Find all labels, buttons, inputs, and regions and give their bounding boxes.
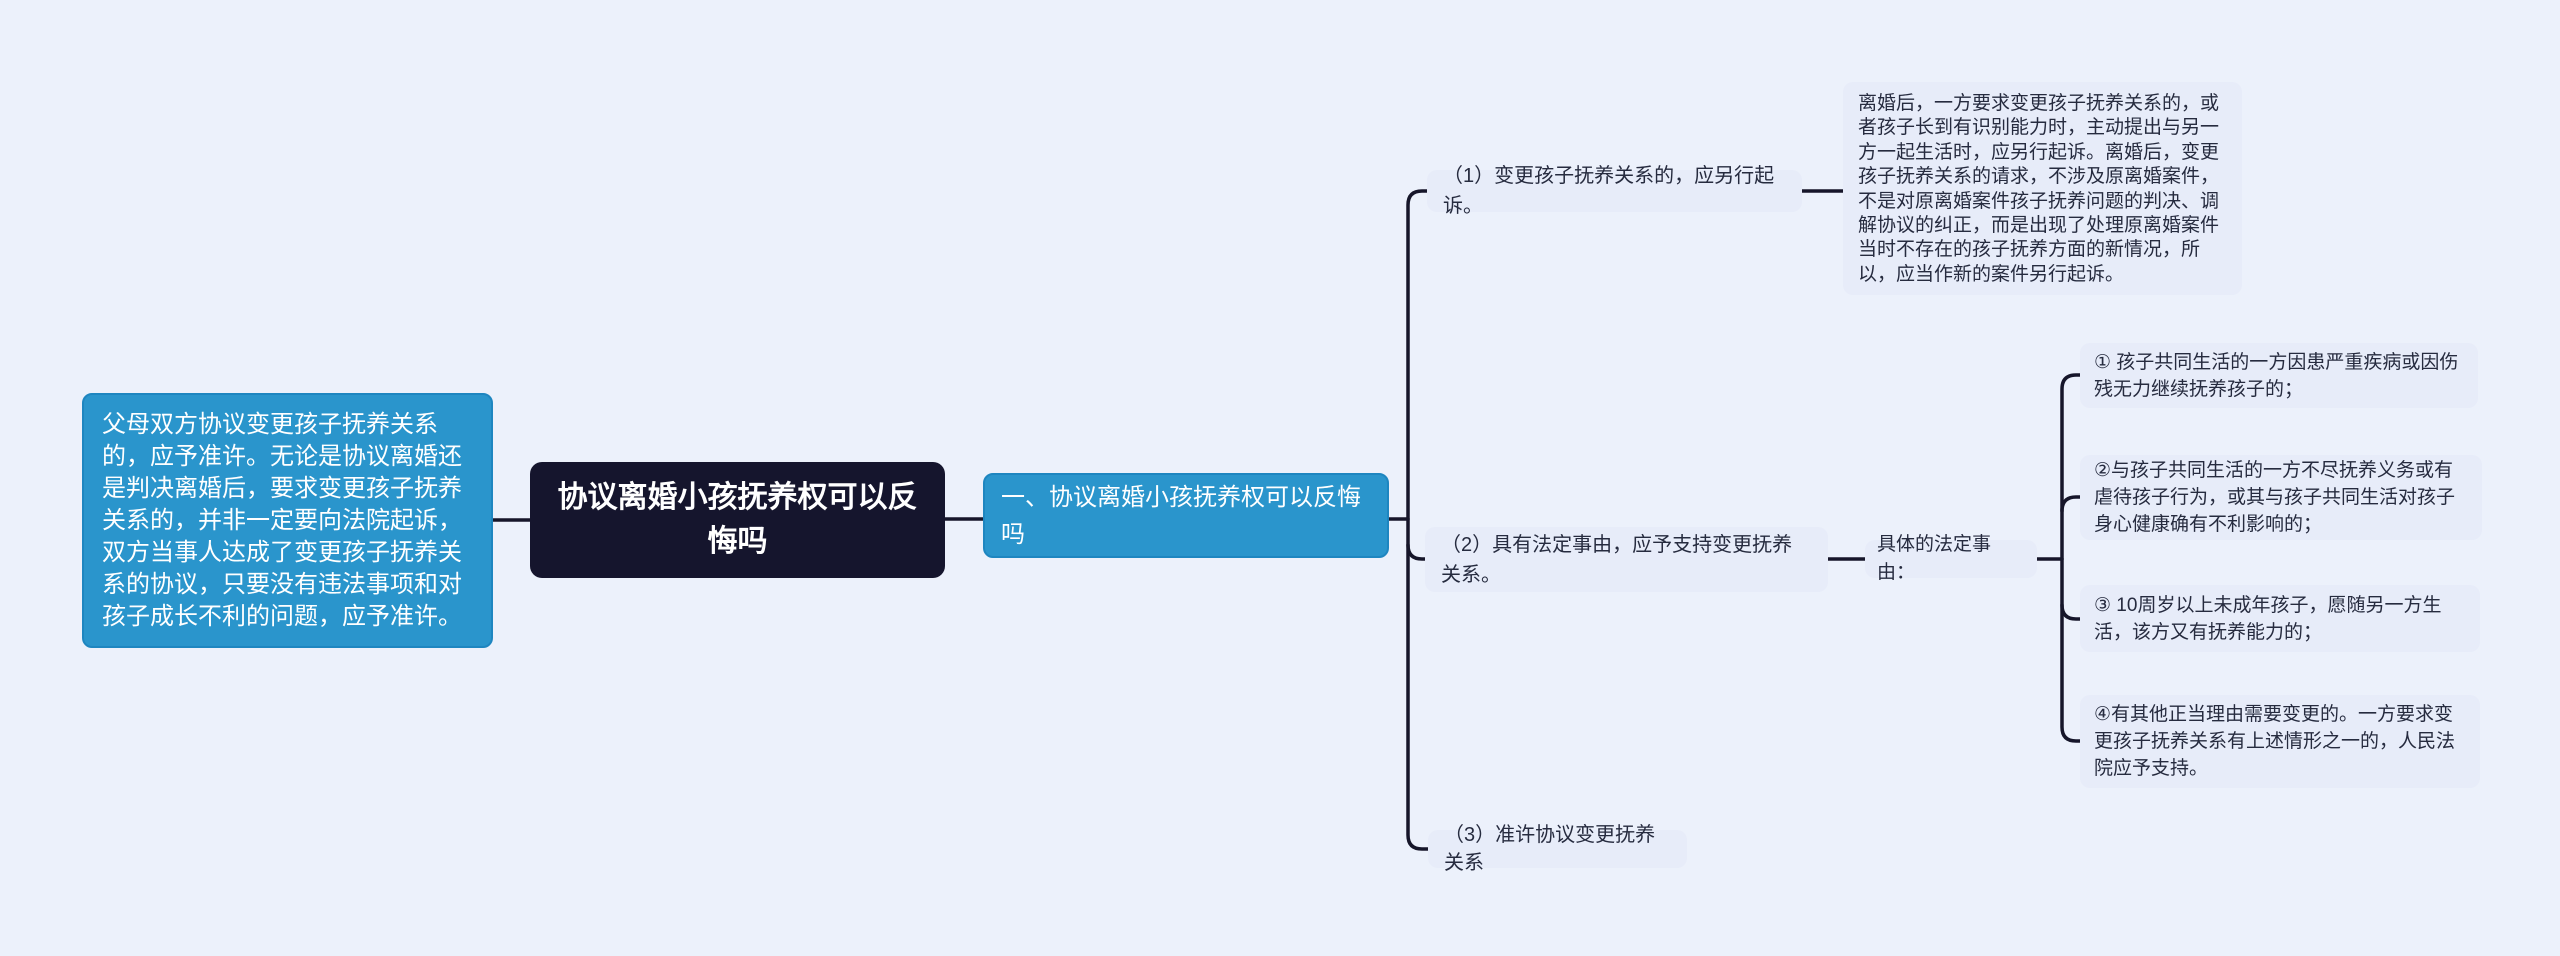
subtopic-2-node[interactable]: （2）具有法定事由，应予支持变更抚养关系。 [1425,527,1828,592]
connector-trunk2-reason3 [2060,603,2082,621]
reason-3-node[interactable]: ③ 10周岁以上未成年孩子，愿随另一方生活，该方又有抚养能力的； [2080,585,2480,652]
connector-trunk2-reason2 [2060,495,2082,513]
subtopic-1-node[interactable]: （1）变更孩子抚养关系的，应另行起诉。 [1427,165,1802,217]
legal-reasons-label-node[interactable]: 具体的法定事由： [1865,534,2037,583]
left-note-node[interactable]: 父母双方协议变更孩子抚养关系的，应予准许。无论是协议离婚还是判决离婚后，要求变更… [82,393,493,648]
section-node[interactable]: 一、协议离婚小孩抚养权可以反悔吗 [983,473,1389,558]
subtopic-3-node[interactable]: （3）准许协议变更抚养关系 [1428,824,1687,874]
connector-reasons-trunk [2060,373,2082,743]
reason-4-node[interactable]: ④有其他正当理由需要变更的。一方要求变更孩子抚养关系有上述情形之一的，人民法院应… [2080,695,2480,788]
connector-main-trunk [1406,189,1430,851]
root-topic-node[interactable]: 协议离婚小孩抚养权可以反悔吗 [530,462,945,578]
reason-1-node[interactable]: ① 孩子共同生活的一方因患严重疾病或因伤残无力继续抚养孩子的； [2080,343,2478,408]
subtopic-1-note-node[interactable]: 离婚后，一方要求变更孩子抚养关系的，或者孩子长到有识别能力时，主动提出与另一方一… [1843,82,2242,295]
reason-2-node[interactable]: ②与孩子共同生活的一方不尽抚养义务或有虐待孩子行为，或其与孩子共同生活对孩子身心… [2080,455,2482,540]
connector-trunk-sub2 [1406,543,1427,561]
